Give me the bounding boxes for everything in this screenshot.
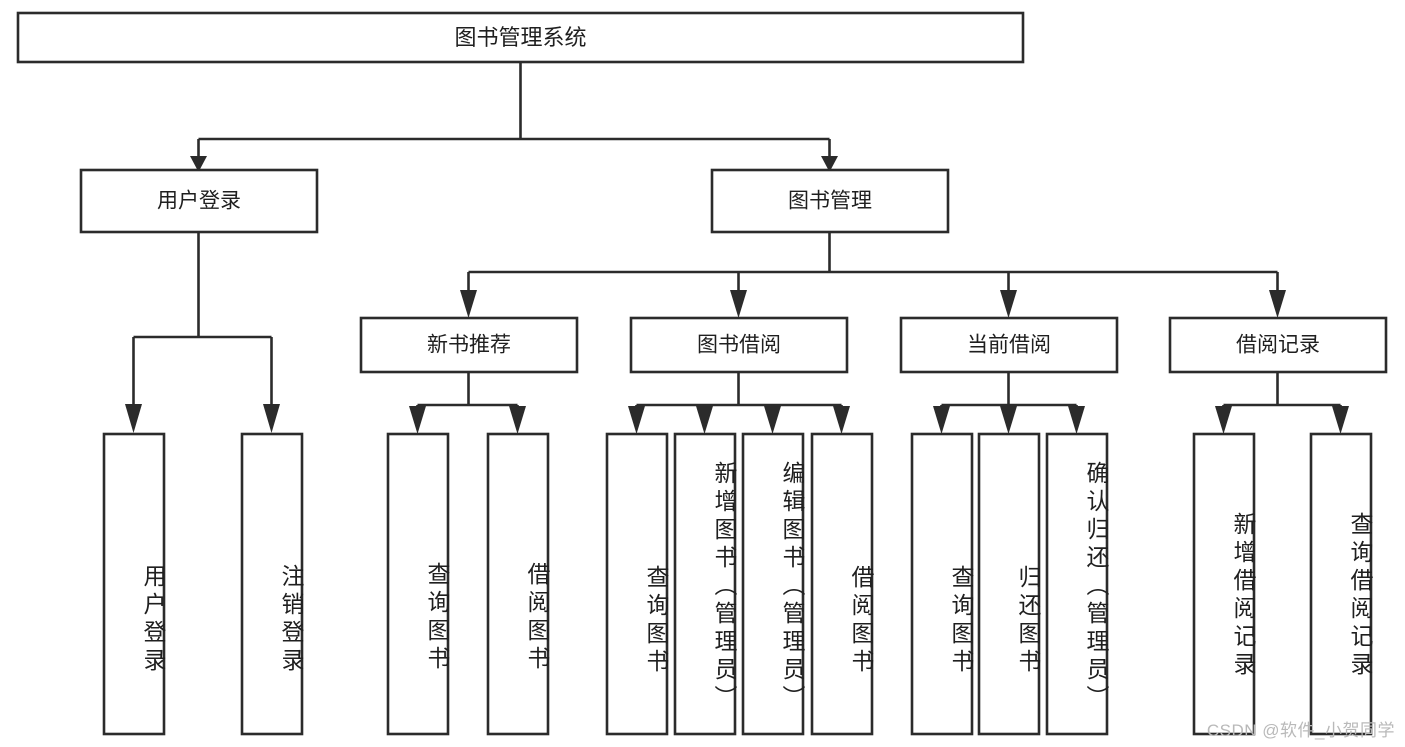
leaf-box-query-borrow-record[interactable]: [1309, 432, 1373, 736]
arrow-head-newbook-leaf2: [509, 406, 526, 434]
arrow-head-borrow-record: [1269, 290, 1286, 318]
node-user-login[interactable]: 用户登录: [79, 168, 319, 234]
leaf-box-logout[interactable]: [240, 432, 304, 736]
leaf-box-borrow-book-2[interactable]: [810, 432, 874, 736]
leaf-box-query-book-3[interactable]: [910, 432, 974, 736]
arrow-head-newbook-leaf1: [409, 406, 426, 434]
node-current-borrow-box[interactable]: [899, 316, 1119, 374]
arrow-head-book-mgmt: [821, 156, 838, 172]
node-book-borrow-box[interactable]: [629, 316, 849, 374]
arrow-head-currentborrow-leaf2: [1000, 406, 1017, 434]
arrow-head-bookborrow-leaf1: [628, 406, 645, 434]
leaf-boxes: [102, 432, 1373, 736]
csdn-watermark: CSDN @软件_小贺同学: [1206, 721, 1395, 740]
node-new-book-recommend[interactable]: 新书推荐: [359, 316, 579, 374]
leaf-box-edit-book[interactable]: [741, 432, 805, 736]
node-current-borrow[interactable]: 当前借阅: [899, 316, 1119, 374]
arrow-head-borrowrecord-leaf2: [1332, 406, 1349, 434]
node-book-borrow-label: 图书借阅: [697, 334, 781, 357]
leaf-box-add-book[interactable]: [673, 432, 737, 736]
leaf-box-return-book[interactable]: [977, 432, 1041, 736]
leaf-box-confirm-return[interactable]: [1045, 432, 1109, 736]
arrow-head-current-borrow: [1000, 290, 1017, 318]
leaf-box-query-book-1[interactable]: [386, 432, 450, 736]
arrow-head-user-login: [190, 156, 207, 172]
leaf-box-query-book-2[interactable]: [605, 432, 669, 736]
node-root-label: 图书管理系统: [454, 25, 586, 50]
leaf-box-add-borrow-record[interactable]: [1192, 432, 1256, 736]
arrow-head-leaf-user-login: [125, 404, 142, 433]
arrow-head-book-borrow: [730, 290, 747, 318]
node-book-management-box[interactable]: [710, 168, 950, 234]
arrow-head-bookborrow-leaf3: [764, 406, 781, 434]
node-borrow-record[interactable]: 借阅记录: [1168, 316, 1388, 374]
node-root[interactable]: 图书管理系统: [16, 11, 1025, 64]
node-book-management-label: 图书管理: [788, 190, 872, 213]
connector-group: [125, 62, 1349, 434]
arrow-head-new-book: [460, 290, 477, 318]
node-borrow-record-box[interactable]: [1168, 316, 1388, 374]
node-book-management[interactable]: 图书管理: [710, 168, 950, 234]
arrow-head-currentborrow-leaf3: [1068, 406, 1085, 434]
leaf-box-borrow-book-1[interactable]: [486, 432, 550, 736]
arrow-head-borrowrecord-leaf1: [1215, 406, 1232, 434]
node-user-login-box[interactable]: [79, 168, 319, 234]
node-book-borrow[interactable]: 图书借阅: [629, 316, 849, 374]
node-root-box[interactable]: [16, 11, 1025, 64]
node-user-login-label: 用户登录: [157, 190, 241, 213]
node-new-book-recommend-box[interactable]: [359, 316, 579, 374]
arrow-head-leaf-logout: [263, 404, 280, 433]
arrow-head-bookborrow-leaf4: [833, 406, 850, 434]
node-current-borrow-label: 当前借阅: [967, 334, 1051, 357]
arrow-head-bookborrow-leaf2: [696, 406, 713, 434]
arrow-head-currentborrow-leaf1: [933, 406, 950, 434]
leaf-box-user-login[interactable]: [102, 432, 166, 736]
node-borrow-record-label: 借阅记录: [1236, 334, 1320, 357]
node-new-book-recommend-label: 新书推荐: [427, 334, 511, 357]
